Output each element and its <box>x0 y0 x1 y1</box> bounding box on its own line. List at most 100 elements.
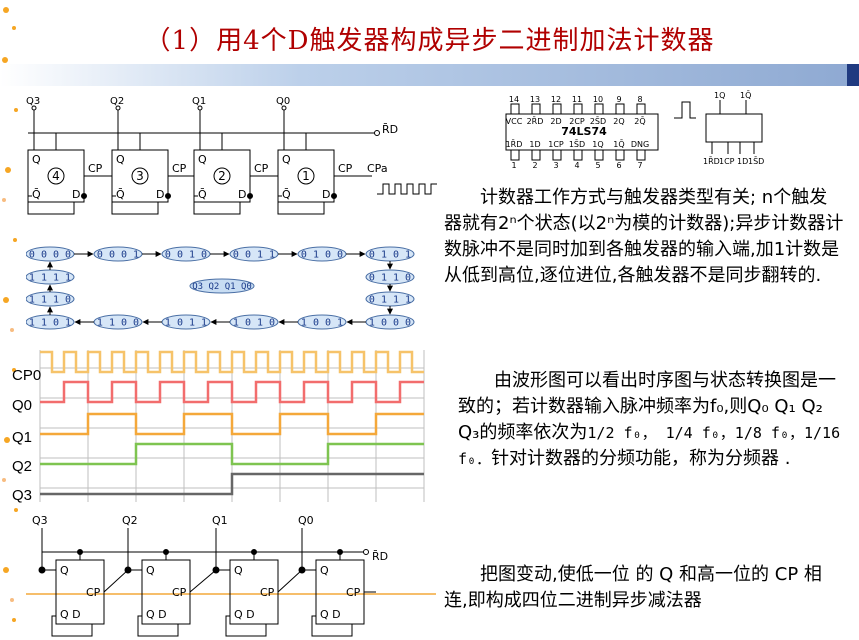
down-output-q2: Q2 <box>122 514 138 527</box>
chip-name: 74LS74 <box>561 125 607 138</box>
wave-q3 <box>40 472 424 496</box>
symbol-pin-q: 1Q <box>714 91 725 100</box>
svg-text:D: D <box>238 188 246 201</box>
state-0101: 0 1 0 1 <box>365 246 415 262</box>
svg-text:2D: 2D <box>550 117 561 126</box>
state-1011: 1 0 1 1 <box>161 314 211 330</box>
svg-text:CP: CP <box>172 162 187 175</box>
svg-text:Q D: Q D <box>60 608 81 621</box>
svg-text:1 1 0 1: 1 1 0 1 <box>29 318 71 329</box>
svg-text:Q̄: Q̄ <box>198 188 207 201</box>
svg-text:D: D <box>72 188 80 201</box>
svg-text:Q D: Q D <box>146 608 167 621</box>
svg-text:1CP: 1CP <box>548 140 564 149</box>
svg-text:5: 5 <box>595 161 600 168</box>
svg-text:2: 2 <box>532 161 537 168</box>
svg-text:1Q̄: 1Q̄ <box>613 139 624 149</box>
wave-label-q2: Q2 <box>12 458 32 475</box>
paragraph-waveform: 由波形图可以看出时序图与状态转换图是一致的；若计数器输入脉冲频率为f₀,则Q₀ … <box>458 368 848 472</box>
svg-text:7: 7 <box>637 161 642 168</box>
svg-text:1 0 1 0: 1 0 1 0 <box>233 318 275 329</box>
circuit-output-q1: Q1 <box>192 96 206 107</box>
paragraph-waveform-line2: 则Q₀ Q₁ Q₂ Q₃的频率依次为 <box>458 396 823 443</box>
up-counter-circuit: Q3 Q2 Q1 Q0 QQ̄D4CPQQ̄D3CPQQ̄D2CPQQ̄D1CP… <box>26 96 437 215</box>
state-0010: 0 0 1 0 <box>161 246 211 262</box>
svg-text:2: 2 <box>218 169 226 183</box>
wave-q2 <box>40 442 424 466</box>
svg-text:1S̄D: 1S̄D <box>569 139 585 149</box>
svg-text:Q: Q <box>234 564 243 577</box>
svg-text:1 1 1 1: 1 1 1 1 <box>29 273 71 284</box>
svg-text:4: 4 <box>52 169 60 183</box>
svg-text:1: 1 <box>511 161 516 168</box>
svg-text:Q̄: Q̄ <box>282 188 291 201</box>
svg-text:CP: CP <box>254 162 269 175</box>
state-1101: 1 1 0 1 <box>26 314 75 330</box>
svg-text:3: 3 <box>553 161 558 168</box>
svg-text:6: 6 <box>616 161 621 168</box>
decorative-ribbon <box>2 7 18 622</box>
svg-text:Q̄: Q̄ <box>32 188 41 201</box>
down-output-q3: Q3 <box>32 514 48 527</box>
svg-text:VCC: VCC <box>506 117 523 126</box>
svg-text:10: 10 <box>593 96 603 104</box>
symbol-pin-rd: 1R̄D <box>703 156 720 166</box>
flipflop-4: Q Q̄ D4 CP <box>27 105 112 215</box>
svg-text:1 1 0 0: 1 1 0 0 <box>97 318 139 329</box>
paragraph-counter-types: 计数器工作方式与触发器类型有关; n个触发器就有2ⁿ个状态(以2ⁿ为模的计数器)… <box>444 187 844 286</box>
svg-text:1 0 0 1: 1 0 0 1 <box>301 318 343 329</box>
svg-text:Q: Q <box>146 564 155 577</box>
down-flipflop-2: Q Q D CP <box>212 528 303 637</box>
wave-q0 <box>40 380 424 404</box>
paragraph-down-counter: 把图变动,使低一位 的 Q 和高一位的 CP 相连,即构成四位二进制异步减法器 <box>444 564 822 611</box>
svg-text:Q: Q <box>282 153 291 166</box>
state-0011: 0 0 1 1 <box>229 246 279 262</box>
svg-text:Q̄: Q̄ <box>116 188 125 201</box>
svg-text:0 1 1 0: 0 1 1 0 <box>369 273 411 284</box>
symbol-pin-cp: 1CP <box>719 157 735 166</box>
svg-text:0 1 1 1: 0 1 1 1 <box>369 295 411 306</box>
svg-text:2CP: 2CP <box>569 117 585 126</box>
svg-text:13: 13 <box>530 96 540 104</box>
flipflop-symbol: 1Q 1Q̄ 1R̄D 1CP 1D 1S̄D <box>674 90 764 166</box>
svg-text:CP: CP <box>260 586 275 599</box>
state-center-label: Q3 Q2 Q1 Q0 <box>192 282 252 292</box>
circuit-output-q0: Q0 <box>276 96 290 107</box>
svg-text:2Q: 2Q <box>613 117 624 126</box>
down-output-q0: Q0 <box>298 514 314 527</box>
symbol-pin-sd: 1S̄D <box>748 156 764 166</box>
svg-text:0 0 1 1: 0 0 1 1 <box>233 250 275 261</box>
wave-label-cp0: CP0 <box>12 367 41 384</box>
svg-text:Q D: Q D <box>234 608 255 621</box>
svg-text:CP: CP <box>338 162 353 175</box>
svg-text:1D: 1D <box>529 140 540 149</box>
svg-text:8: 8 <box>637 96 642 104</box>
wave-label-q3: Q3 <box>12 487 32 504</box>
svg-text:Q: Q <box>198 153 207 166</box>
svg-text:Q D: Q D <box>320 608 341 621</box>
circuit-clock-label: CPa <box>367 162 388 175</box>
svg-text:CP: CP <box>88 162 103 175</box>
title-band-cap <box>847 64 859 86</box>
svg-text:Q: Q <box>32 153 41 166</box>
state-1110: 1 1 1 0 <box>26 291 75 307</box>
svg-text:9: 9 <box>616 96 621 104</box>
flipflop-2: Q Q̄ D2 CP <box>193 105 278 215</box>
state-0110: 0 1 1 0 <box>365 269 415 285</box>
svg-text:1R̄D: 1R̄D <box>506 139 523 149</box>
pulse-edge-symbol <box>674 101 696 119</box>
svg-text:0 1 0 0: 0 1 0 0 <box>301 250 343 261</box>
paragraph-waveform-freqs: 1/2 f₀， 1/4 f₀，1/8 f₀，1/16 f₀． <box>458 424 841 468</box>
wave-cp0 <box>40 350 424 374</box>
svg-text:Q: Q <box>320 564 329 577</box>
down-flipflop-1: QQ DCP <box>298 528 376 637</box>
svg-text:D: D <box>156 188 164 201</box>
svg-text:1 0 0 0: 1 0 0 0 <box>369 318 411 329</box>
svg-text:1 0 1 1: 1 0 1 1 <box>165 318 207 329</box>
circuit-output-q3: Q3 <box>26 96 40 107</box>
